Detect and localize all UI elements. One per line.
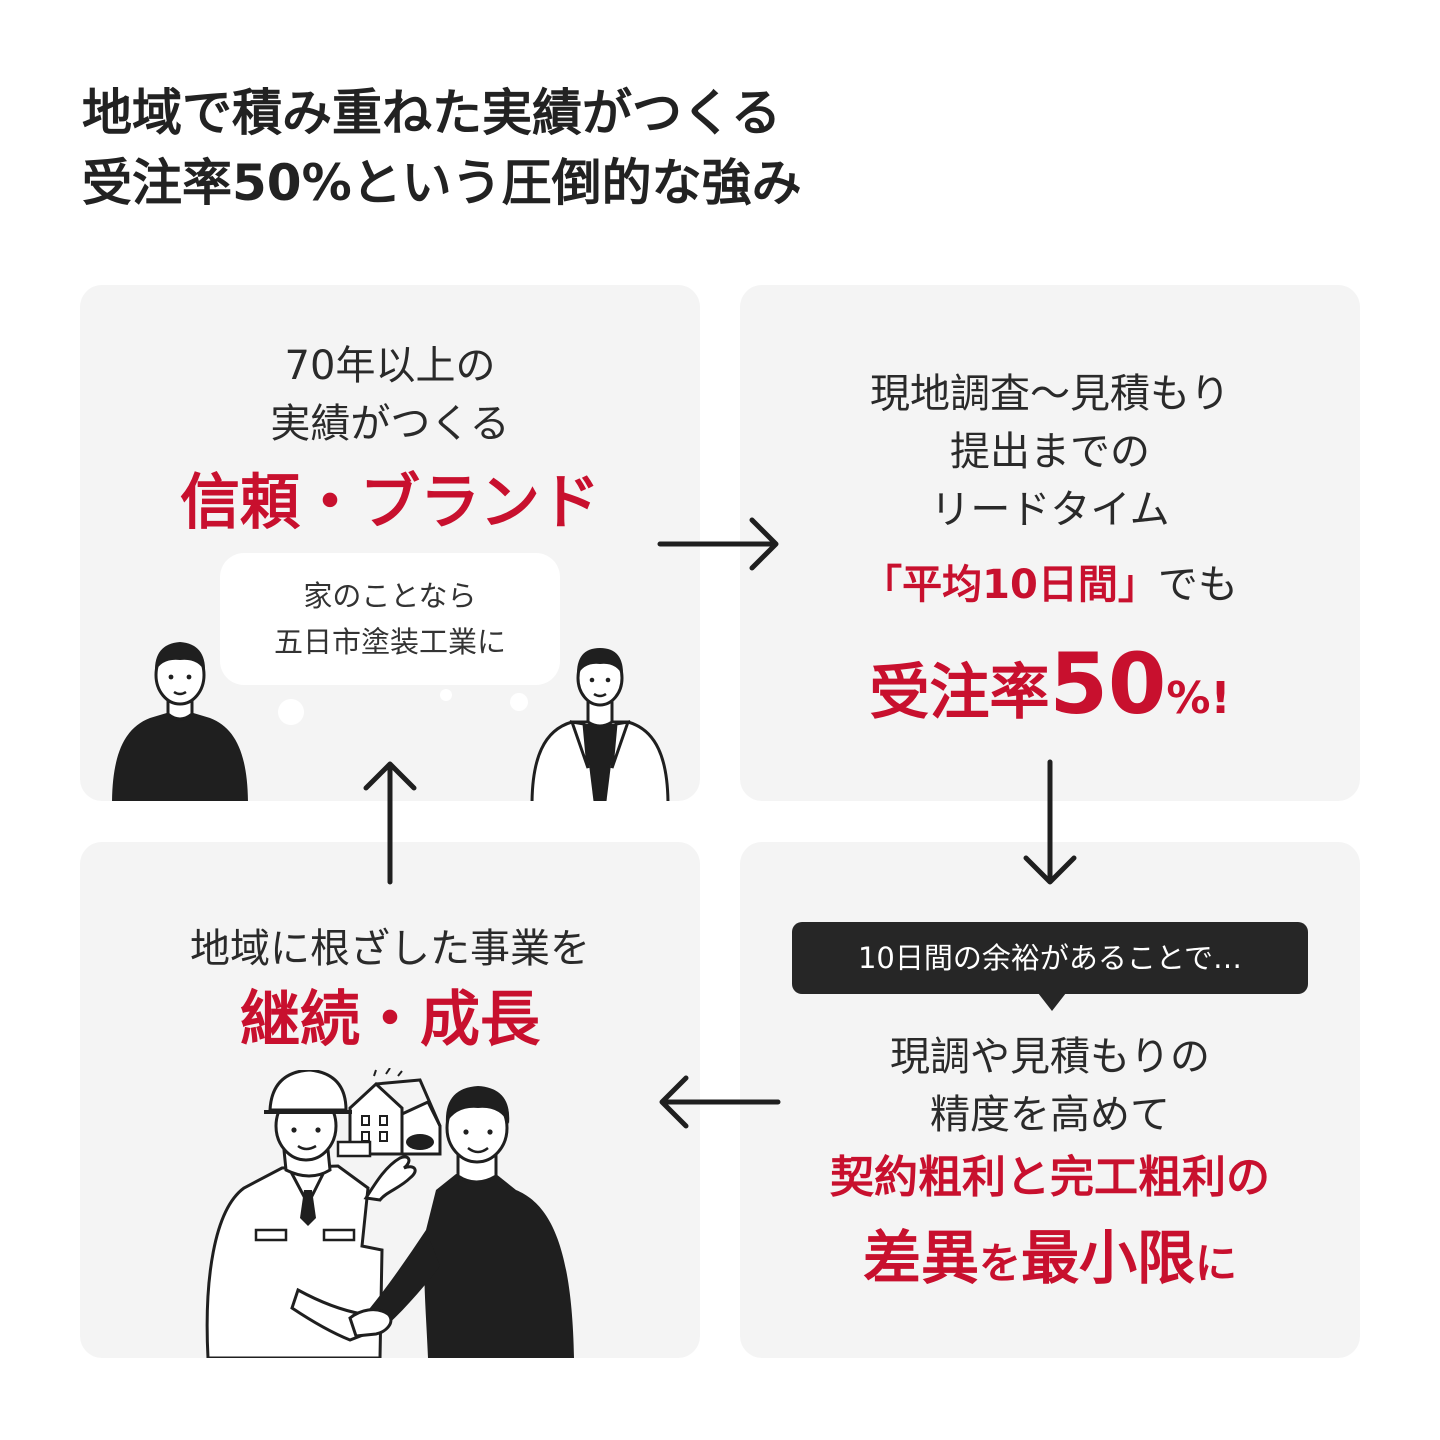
- arrow-down-icon: [1023, 759, 1077, 885]
- handshake-illustration: [205, 1070, 574, 1358]
- panel-growth: 地域に根ざした事業を 継続・成長: [80, 842, 700, 1358]
- order-rate-value: 50: [1049, 635, 1167, 733]
- leadtime-average-line: 「平均10日間」でも: [740, 555, 1360, 615]
- leadtime-lead-text: 現地調査〜見積もり 提出までの リードタイム: [740, 365, 1360, 539]
- arrow-left-icon: [659, 1075, 781, 1129]
- growth-highlight: 継続・成長: [240, 985, 540, 1055]
- house-icon: [336, 1068, 442, 1158]
- order-rate: 受注率50%!: [740, 639, 1360, 753]
- arrow-right-icon: [657, 517, 779, 571]
- accuracy-highlight-2: 差異を最小限に: [740, 1220, 1360, 1311]
- panel-lead-time: 現地調査〜見積もり 提出までの リードタイム 「平均10日間」でも 受注率50%…: [740, 285, 1360, 801]
- accuracy-highlight-2a: 差異: [862, 1224, 979, 1292]
- leadtime-suffix: でも: [1157, 562, 1238, 608]
- leadtime-line-3: リードタイム: [930, 487, 1170, 533]
- leadtime-line-2: 提出までの: [950, 429, 1150, 475]
- badge-tail: [1038, 993, 1066, 1011]
- accuracy-line-1: 現調や見積もりの: [890, 1034, 1210, 1080]
- bubble-dot: [510, 693, 528, 711]
- bubble-dot: [440, 689, 452, 701]
- bubble-dot: [278, 699, 304, 725]
- accuracy-highlight-2c: 最小限: [1021, 1224, 1196, 1292]
- growth-lead-text: 地域に根ざした事業を: [190, 926, 590, 972]
- title-line-1: 地域で積み重ねた実績がつくる: [82, 84, 781, 142]
- accuracy-lead-text: 現調や見積もりの 精度を高めて: [740, 1028, 1360, 1144]
- accuracy-highlight-2b: を: [978, 1239, 1021, 1288]
- bubble-line-2: 五日市塗装工業に: [273, 625, 506, 659]
- trust-lead-text: 70年以上の 実績がつくる: [80, 337, 700, 453]
- staff-illustration: [530, 648, 670, 801]
- customer-illustration: [112, 642, 248, 801]
- leadtime-line-1: 現地調査〜見積もり: [870, 371, 1230, 417]
- bubble-line-1: 家のことなら: [303, 579, 477, 613]
- title-line-2: 受注率50%という圧倒的な強み: [82, 154, 802, 212]
- panel-trust-brand: 70年以上の 実績がつくる 信頼・ブランド 家のことなら 五日市塗装工業に: [80, 285, 700, 801]
- arrow-up-icon: [363, 761, 417, 885]
- trust-highlight: 信頼・ブランド: [180, 468, 600, 538]
- accuracy-line-2: 精度を高めて: [930, 1092, 1170, 1138]
- trust-line-2: 実績がつくる: [270, 401, 510, 447]
- accuracy-highlight-1: 契約粗利と完工粗利の: [830, 1152, 1270, 1203]
- margin-badge: 10日間の余裕があることで…: [792, 922, 1308, 994]
- trust-line-1: 70年以上の: [284, 343, 496, 389]
- leadtime-average: 「平均10日間」: [862, 562, 1158, 608]
- panel-accuracy: 10日間の余裕があることで… 現調や見積もりの 精度を高めて 契約粗利と完工粗利…: [740, 842, 1360, 1358]
- order-rate-label: 受注率: [869, 658, 1050, 728]
- page-title: 地域で積み重ねた実績がつくる 受注率50%という圧倒的な強み: [82, 78, 802, 218]
- speech-bubble: 家のことなら 五日市塗装工業に: [220, 553, 560, 685]
- accuracy-highlight-2d: に: [1195, 1239, 1238, 1288]
- order-rate-unit: %!: [1166, 673, 1231, 724]
